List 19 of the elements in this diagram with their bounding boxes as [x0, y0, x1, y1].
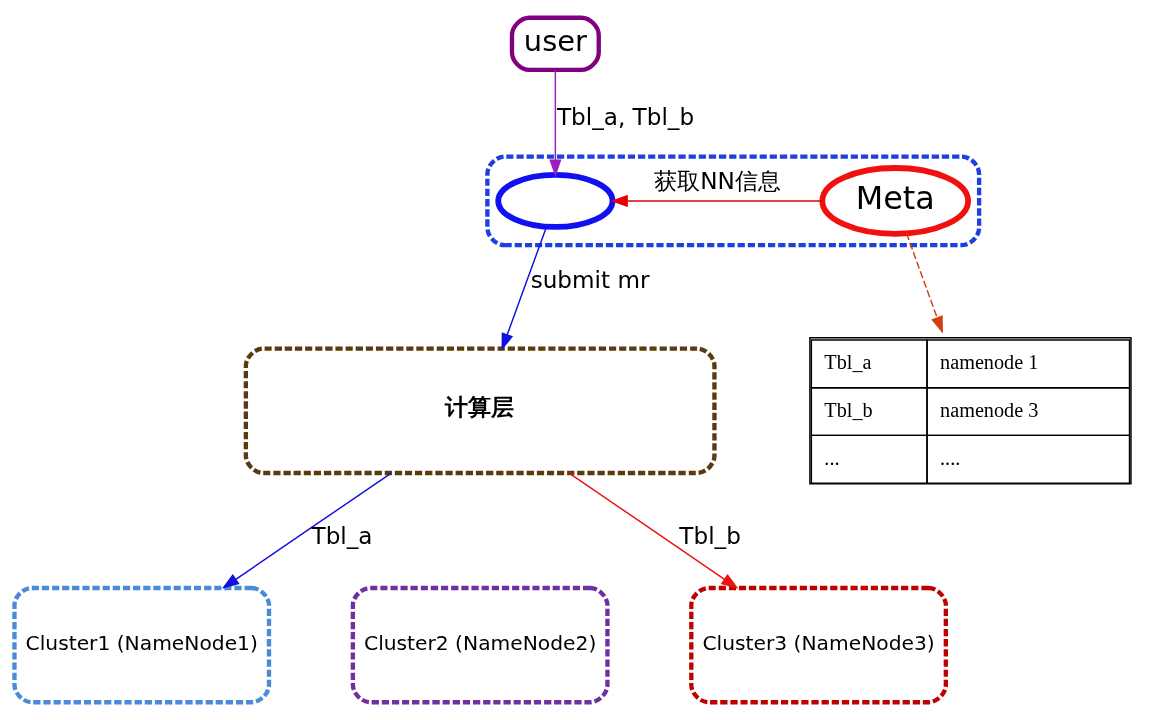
arrow — [610, 194, 823, 207]
arrow — [568, 472, 739, 589]
node-circle — [495, 172, 616, 230]
arrow — [221, 472, 392, 589]
edge-label: Tbl_b — [679, 523, 741, 550]
node-box: Cluster1 (NameNode1) — [12, 585, 272, 705]
edge-label: Tbl_a — [311, 523, 373, 550]
cluster — [485, 154, 982, 248]
arrow — [905, 232, 943, 334]
arrow — [501, 226, 548, 351]
node-box: Cluster2 (NameNode2) — [350, 585, 610, 705]
edge-label: 获取NN信息 — [654, 168, 781, 195]
arrow — [549, 69, 562, 177]
node-box: 计算层 — [243, 346, 717, 476]
node-box: user — [509, 15, 601, 72]
node-box: Cluster3 (NameNode3) — [689, 585, 948, 705]
edge-label: submit mr — [530, 267, 650, 294]
node-ellipse: Meta — [819, 165, 971, 237]
edge-label: Tbl_a, Tbl_b — [556, 103, 695, 130]
